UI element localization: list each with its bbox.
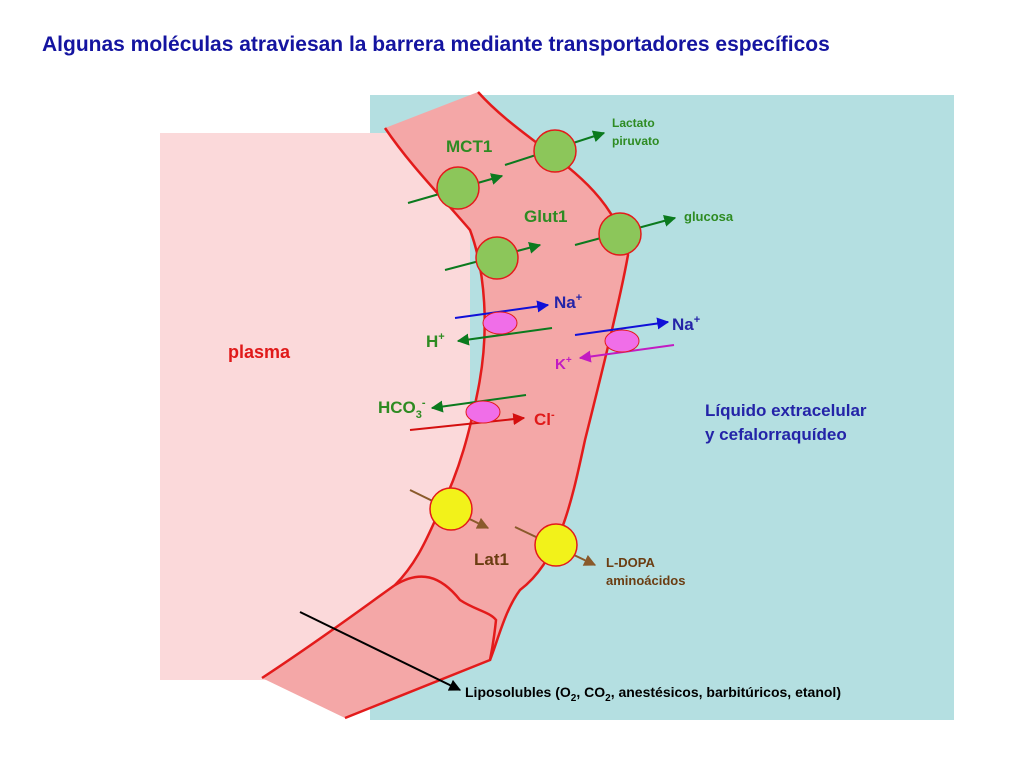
liposolubles-arrow: [299, 611, 462, 691]
lat1-transporter-brain: [534, 523, 578, 567]
plasma-region: [160, 133, 470, 680]
extracellular-label-line1: Líquido extracelular: [705, 401, 867, 420]
extracellular-label-line2: y cefalorraquídeo: [705, 425, 847, 444]
glut1-transporter-brain: [598, 212, 642, 256]
cl-label: Cl-: [534, 409, 555, 429]
na-left-arrow: [454, 300, 550, 319]
glucosa-label: glucosa: [684, 209, 734, 224]
lat1-label: Lat1: [474, 550, 509, 569]
lat1-transporter-plasma: [429, 487, 473, 531]
glut1-label: Glut1: [524, 207, 567, 226]
capillary-segment-divider: [344, 575, 498, 720]
cl-arrow: [409, 413, 526, 431]
hco3-label: HCO3-: [378, 397, 426, 421]
na-right-label: Na+: [672, 314, 700, 334]
na-left-label: Na+: [554, 292, 582, 312]
mct1-transporter-brain: [533, 129, 577, 173]
capillary-edge-right: [477, 91, 630, 661]
h-label: H+: [426, 331, 445, 351]
aminoacidos-label: aminoácidos: [606, 573, 685, 588]
na-k-pump: [604, 329, 640, 353]
k-label: K+: [555, 355, 572, 373]
capillary-edge-left: [261, 127, 486, 680]
page-title: Algunas moléculas atraviesan la barrera …: [42, 33, 830, 56]
mct1-label: MCT1: [446, 137, 492, 156]
glut1-transporter-plasma: [475, 236, 519, 280]
plasma-label: plasma: [228, 342, 291, 362]
piruvato-label: piruvato: [612, 134, 659, 148]
hco3-cl-exchanger: [465, 400, 501, 424]
liposolubles-label: Liposolubles (O2, CO2, anestésicos, barb…: [465, 684, 841, 704]
mct1-transporter-plasma: [436, 166, 480, 210]
lactato-label: Lactato: [612, 116, 655, 130]
na-h-exchanger: [482, 311, 518, 335]
na-right-arrow: [574, 317, 670, 336]
h-arrow: [456, 327, 553, 346]
ldopa-label: L-DOPA: [606, 555, 655, 570]
